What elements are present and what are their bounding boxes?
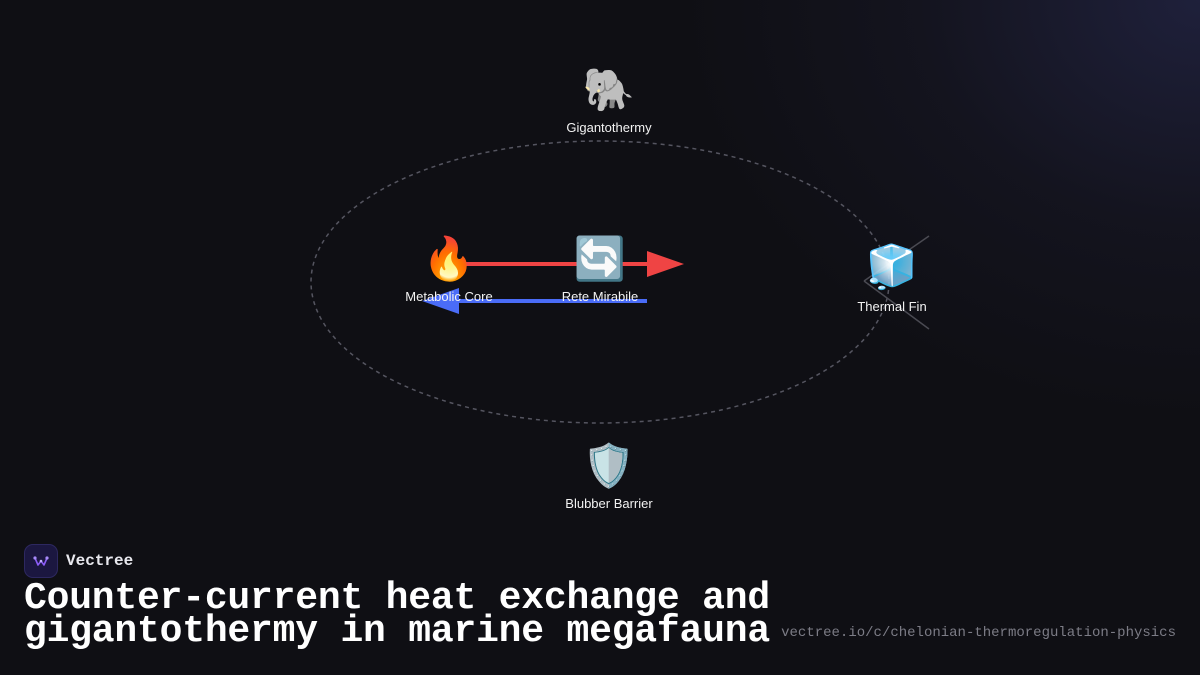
vectree-logo-icon [24,544,58,578]
title-line-2: gigantothermy in marine megafauna [24,610,770,653]
ice-cube-icon: 🧊 [865,242,919,291]
brand-name: Vectree [66,552,134,570]
source-url[interactable]: vectree.io/c/chelonian-thermoregulation-… [781,625,1176,641]
body-boundary [310,140,890,424]
node-label-thermal-fin: Thermal Fin [857,299,927,314]
cool-flow-arrow [422,288,647,314]
fin-outline-lower [863,280,930,330]
elephant-icon: 🐘 [582,65,636,114]
shield-icon: 🛡️ [582,441,636,490]
fire-icon: 🔥 [422,234,476,283]
title-line-1: Counter-current heat exchange and [24,577,770,620]
counterclockwise-arrows-icon: 🔄 [573,234,627,283]
fin-outline-upper [863,235,930,282]
node-label-gigantothermy: Gigantothermy [566,120,652,135]
node-label-rete-mirabile: Rete Mirabile [561,289,639,304]
warm-flow-arrow [449,251,684,277]
node-label-metabolic-core: Metabolic Core [405,289,493,304]
node-label-blubber-barrier: Blubber Barrier [565,496,653,511]
brand: Vectree [24,544,133,578]
page-title: Counter-current heat exchange and gigant… [24,580,770,651]
